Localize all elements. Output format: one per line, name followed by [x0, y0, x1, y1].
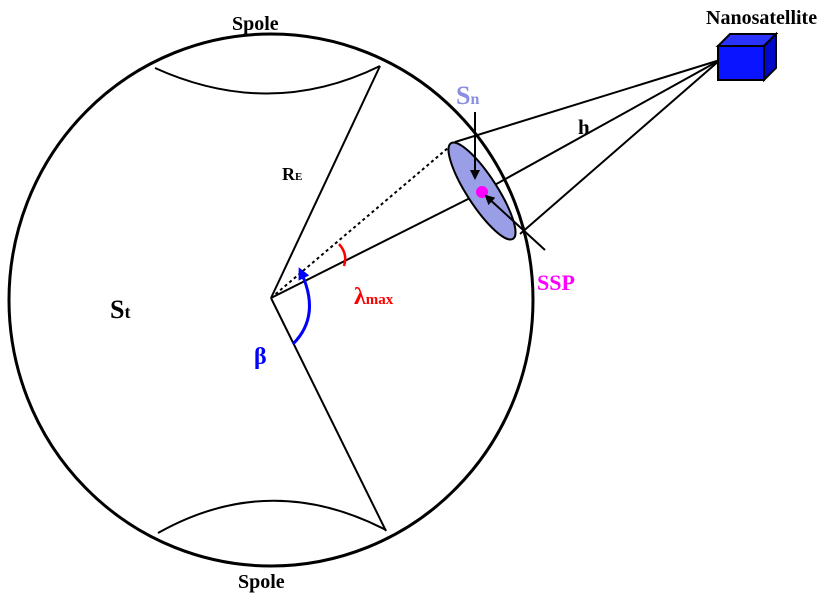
beta-arc — [291, 267, 311, 346]
beta-label: β — [254, 344, 267, 370]
ssp-label: SSP — [537, 270, 575, 295]
center-to-edge-dotted-line — [270, 141, 456, 299]
radius-line-bottom — [270, 297, 387, 532]
lambda-max-label: λmax — [354, 284, 394, 310]
spole-bottom-label: Spole — [238, 571, 285, 593]
spole-top-label: Spole — [232, 13, 279, 35]
nanosatellite-icon — [715, 31, 779, 83]
sat-line-lower — [519, 59, 721, 235]
nanosatellite-label: Nanosatellite — [706, 7, 817, 29]
st-label: St — [110, 295, 130, 324]
pole-cap-bottom — [157, 499, 387, 534]
sat-line-ssp — [481, 59, 721, 193]
pole-cap-top — [154, 65, 381, 95]
sn-label: Sn — [456, 81, 479, 110]
ssp-arrow — [484, 194, 546, 251]
h-label: h — [578, 115, 590, 139]
earth-circle — [7, 32, 535, 568]
sat-line-upper — [454, 59, 721, 143]
radius-line-top — [270, 65, 381, 299]
lambda-arc — [338, 243, 347, 267]
earth-radius-label: RE — [282, 164, 302, 184]
